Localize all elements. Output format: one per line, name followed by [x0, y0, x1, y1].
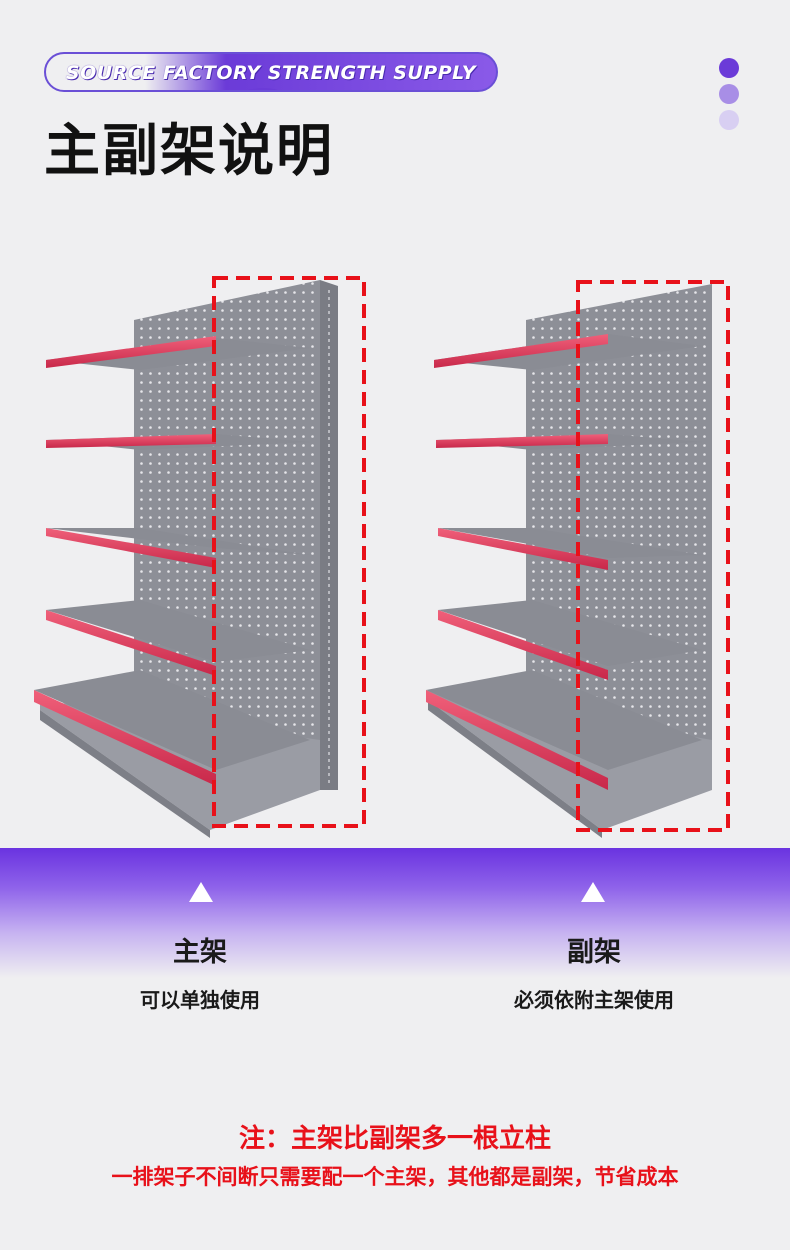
decor-dot — [719, 58, 739, 78]
tagline-dome — [204, 88, 322, 90]
up-arrow-icon — [581, 882, 605, 902]
sub-frame-label: 副架 — [567, 937, 621, 968]
main-frame-description: 可以单独使用 — [140, 988, 260, 1012]
main-frame-shelf-image — [20, 270, 400, 850]
note-secondary: 一排架子不间断只需要配一个主架，其他都是副架，节省成本 — [111, 1165, 679, 1189]
main-frame-label: 主架 — [173, 937, 227, 968]
decor-dot — [719, 84, 739, 104]
sub-frame-description: 必须依附主架使用 — [514, 988, 674, 1012]
tagline-text: SOURCE FACTORY STRENGTH SUPPLY — [65, 62, 477, 84]
sub-frame-shelf-image — [412, 270, 790, 850]
note-primary: 注：主架比副架多一根立柱 — [238, 1124, 551, 1154]
decor-dot — [719, 110, 739, 130]
label-band — [0, 848, 790, 978]
page-title: 主副架说明 — [44, 119, 334, 184]
decor-dots — [719, 58, 739, 136]
tagline-banner: SOURCE FACTORY STRENGTH SUPPLY — [44, 52, 498, 92]
up-arrow-icon — [189, 882, 213, 902]
